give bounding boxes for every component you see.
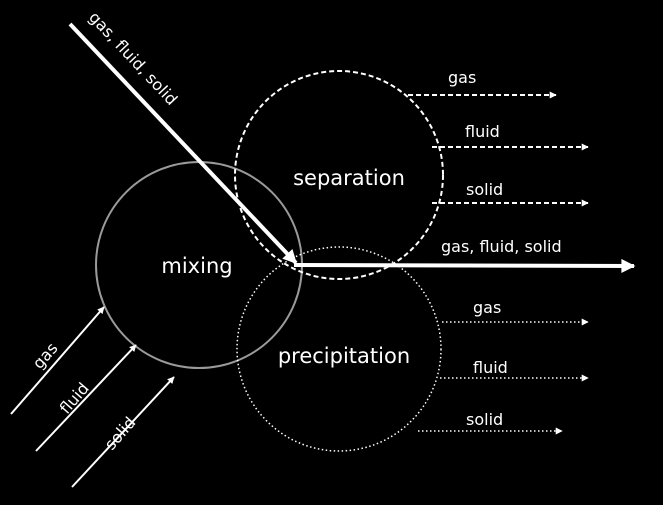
separation-solid-label: solid [466,180,503,199]
input-gas-arrow [10,306,105,415]
input-fluid-arrow [35,344,137,452]
separation-circle [234,70,444,280]
input-arrow-label: gas, fluid, solid [85,8,181,109]
precipitation-circle [236,246,442,452]
main-output-arrow [293,258,636,273]
input-solid-arrow [71,376,175,488]
input-gas-label: gas [29,339,62,373]
input-arrow [68,22,298,265]
precipitation-solid-label: solid [466,410,503,429]
separation-fluid-label: fluid [465,122,500,141]
precipitation-fluid-label: fluid [473,358,508,377]
separation-label: separation [293,166,405,190]
main-output-label: gas, fluid, solid [441,237,562,256]
precipitation-label: precipitation [278,344,410,368]
separation-gas-label: gas [448,68,476,87]
input-fluid-label: fluid [56,379,93,418]
mixing-label: mixing [161,254,232,278]
precipitation-gas-label: gas [473,298,501,317]
